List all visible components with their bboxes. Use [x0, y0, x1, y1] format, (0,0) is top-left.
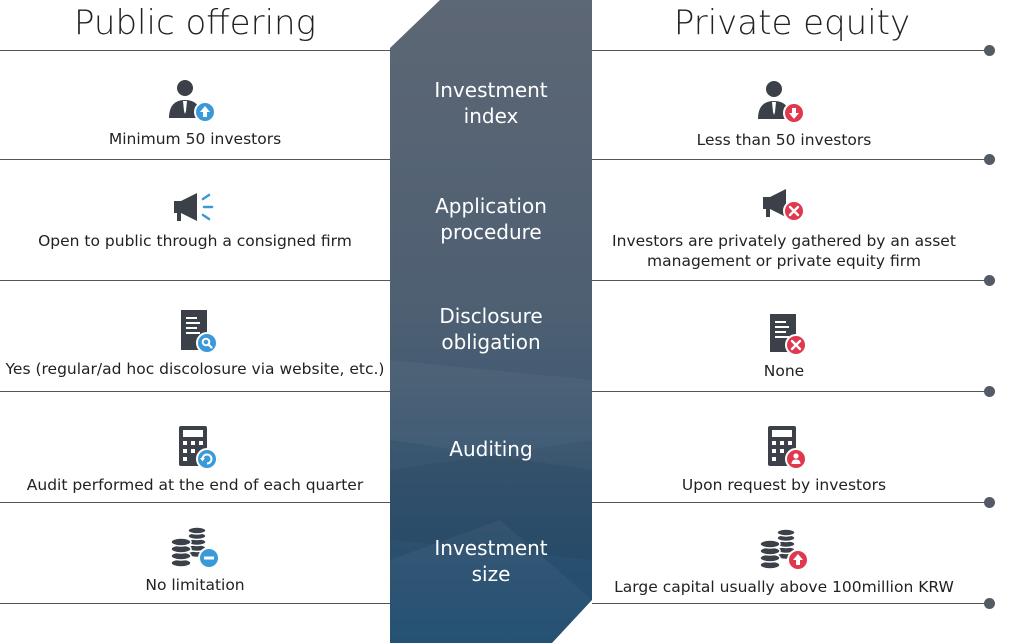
divider	[592, 159, 990, 160]
investor-down-icon	[758, 81, 805, 124]
divider	[592, 50, 990, 51]
divider	[0, 159, 390, 160]
divider-dot	[984, 154, 995, 165]
divider-dot	[984, 45, 995, 56]
megaphone-x-icon	[763, 189, 805, 222]
coins-minus-icon	[170, 526, 220, 569]
category-investment-index: Investment index	[434, 78, 548, 128]
document-x-icon	[770, 314, 807, 356]
divider	[0, 50, 390, 51]
divider-dot	[984, 275, 995, 286]
megaphone-icon	[174, 193, 214, 221]
coins-up-icon	[759, 528, 809, 571]
divider	[0, 502, 390, 503]
calculator-refresh-icon	[179, 426, 218, 470]
public-investment-index-text: Minimum 50 investors	[108, 130, 282, 148]
private-auditing-text: Upon request by investors	[681, 476, 887, 494]
public-application-procedure-cell: Open to public through a consigned firm	[0, 190, 390, 251]
divider	[0, 391, 390, 392]
private-investment-size-text: Large capital usually above 100million K…	[614, 578, 954, 596]
public-auditing-text: Audit performed at the end of each quart…	[26, 476, 364, 494]
divider	[0, 603, 390, 604]
private-disclosure-obligation-text: None	[763, 362, 805, 380]
private-application-procedure-cell: Investors are privately gathered by an a…	[592, 186, 976, 271]
private-equity-title: Private equity	[673, 3, 911, 43]
private-investment-size-cell: Large capital usually above 100million K…	[592, 528, 976, 597]
divider-dot	[984, 386, 995, 397]
public-investment-size-cell: No limitation	[0, 526, 390, 595]
divider	[592, 502, 990, 503]
category-investment-size: Investment size	[434, 536, 548, 586]
category-application-procedure: Application procedure	[435, 194, 547, 244]
calculator-person-icon	[768, 426, 807, 470]
category-auditing: Auditing	[449, 437, 533, 461]
private-investment-index-cell: Less than 50 investors	[592, 79, 976, 150]
divider	[0, 280, 390, 281]
category-disclosure-obligation: Disclosure obligation	[439, 304, 543, 354]
divider	[592, 391, 990, 392]
divider	[592, 280, 990, 281]
public-disclosure-obligation-cell: Yes (regular/ad hoc discolosure via webs…	[0, 308, 390, 379]
public-disclosure-obligation-text: Yes (regular/ad hoc discolosure via webs…	[5, 360, 385, 378]
divider	[592, 603, 990, 604]
private-application-procedure-text: Investors are privately gathered by an a…	[612, 232, 956, 270]
private-disclosure-obligation-cell: None	[592, 312, 976, 381]
public-investment-index-cell: Minimum 50 investors	[0, 78, 390, 149]
investor-up-icon	[169, 80, 216, 123]
public-auditing-cell: Audit performed at the end of each quart…	[0, 424, 390, 495]
public-investment-size-text: No limitation	[145, 576, 245, 594]
divider-dot	[984, 497, 995, 508]
public-application-procedure-text: Open to public through a consigned firm	[38, 232, 352, 250]
divider-dot	[984, 598, 995, 609]
private-investment-index-text: Less than 50 investors	[696, 131, 872, 149]
document-search-icon	[181, 310, 218, 354]
public-offering-title: Public offering	[74, 3, 316, 43]
private-auditing-cell: Upon request by investors	[592, 424, 976, 495]
